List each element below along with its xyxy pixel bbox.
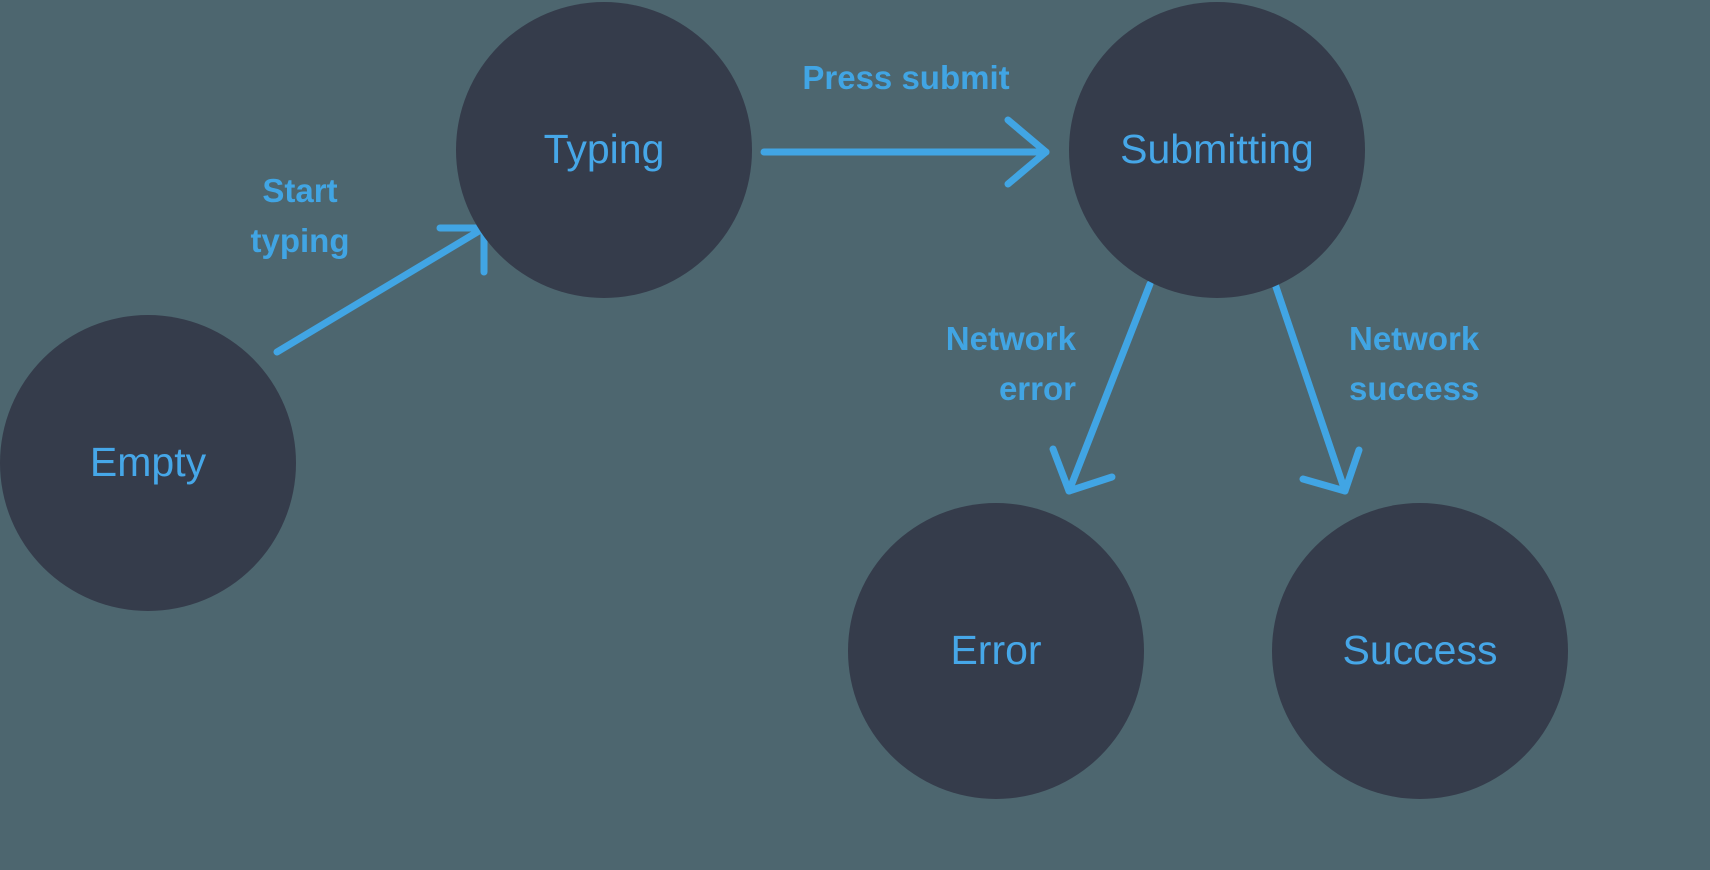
state-node-shape-success[interactable] (1272, 503, 1568, 799)
arrowhead-icon-submitting-to-error (1049, 445, 1116, 495)
edge-line-submitting-to-success (1271, 280, 1349, 495)
state-node-label-typing: Typing (544, 126, 665, 172)
edge-label-typing-to-submitting: Press submit (802, 59, 1009, 96)
state-node-label-success: Success (1343, 627, 1498, 673)
edge-label-empty-to-typing: Start typing (251, 172, 350, 259)
edge-line-empty-to-typing (273, 224, 488, 356)
edge-label-submitting-to-success: Network success (1349, 320, 1480, 407)
edge-label-line: error (999, 370, 1076, 407)
state-node-shape-submitting[interactable] (1069, 2, 1365, 298)
state-node-submitting[interactable]: Submitting (1069, 2, 1365, 298)
state-node-typing[interactable]: Typing (456, 2, 752, 298)
edge-label-line: Start (262, 172, 337, 209)
edge-line-submitting-to-error (1065, 280, 1154, 495)
state-node-label-error: Error (950, 627, 1041, 673)
edge-submitting-to-error (1049, 280, 1154, 495)
state-node-label-submitting: Submitting (1120, 126, 1314, 172)
state-node-empty[interactable]: Empty (0, 315, 296, 611)
edge-typing-to-submitting (760, 116, 1050, 188)
edge-label-line: Network (946, 320, 1077, 357)
arrowhead-icon-typing-to-submitting (1004, 116, 1050, 188)
edges-layer (273, 116, 1363, 495)
arrowhead-icon-submitting-to-success (1299, 446, 1363, 495)
edge-label-submitting-to-error: Network error (946, 320, 1077, 407)
state-node-error[interactable]: Error (848, 503, 1144, 799)
state-node-label-empty: Empty (90, 439, 207, 485)
edge-label-line: success (1349, 370, 1479, 407)
edge-label-line: Press submit (802, 59, 1009, 96)
state-node-shape-typing[interactable] (456, 2, 752, 298)
edge-label-line: typing (251, 222, 350, 259)
edge-submitting-to-success (1271, 280, 1363, 495)
edge-label-line: Network (1349, 320, 1480, 357)
state-node-shape-error[interactable] (848, 503, 1144, 799)
state-node-success[interactable]: Success (1272, 503, 1568, 799)
state-node-shape-empty[interactable] (0, 315, 296, 611)
